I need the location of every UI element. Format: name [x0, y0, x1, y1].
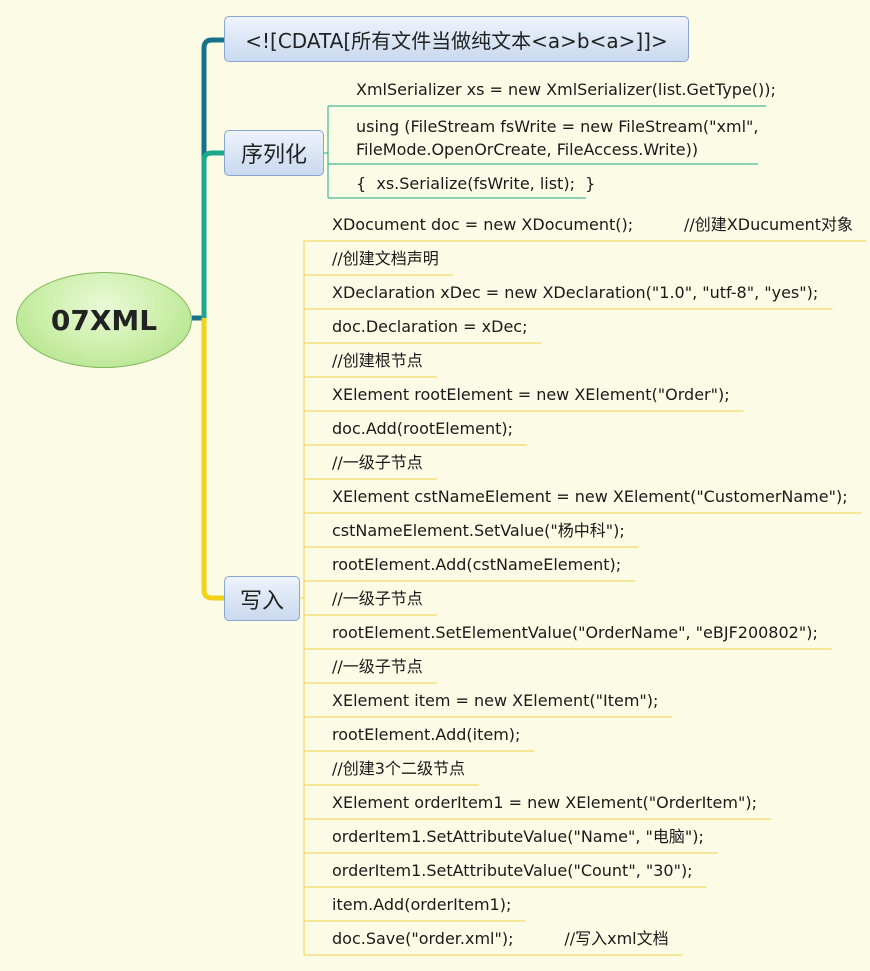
write-item[interactable]: doc.Add(rootElement);: [332, 419, 513, 438]
write-item[interactable]: rootElement.Add(cstNameElement);: [332, 555, 622, 574]
write-item[interactable]: doc.Save("order.xml"); //写入xml文档: [332, 929, 669, 948]
write-item[interactable]: XElement rootElement = new XElement("Ord…: [332, 385, 730, 404]
write-item[interactable]: cstNameElement.SetValue("杨中科");: [332, 521, 625, 540]
write-item[interactable]: //创建文档声明: [332, 249, 439, 268]
link-to-cdata: [192, 37, 224, 321]
serialize-topic[interactable]: 序列化: [224, 130, 324, 176]
write-item[interactable]: orderItem1.SetAttributeValue("Name", "电脑…: [332, 827, 704, 846]
write-item[interactable]: //一级子节点: [332, 589, 423, 608]
write-item[interactable]: XElement cstNameElement = new XElement("…: [332, 487, 848, 506]
serialize-item[interactable]: using (FileStream fsWrite = new FileStre…: [356, 117, 759, 159]
cdata-topic[interactable]: <![CDATA[所有文件当做纯文本<a>b<a>]]>: [224, 16, 689, 62]
write-topic[interactable]: 写入: [224, 576, 300, 621]
write-item[interactable]: rootElement.SetElementValue("OrderName",…: [332, 623, 818, 642]
write-item[interactable]: XDeclaration xDec = new XDeclaration("1.…: [332, 283, 819, 302]
write-bracket: [300, 240, 866, 956]
write-item[interactable]: //一级子节点: [332, 453, 423, 472]
link-to-write: [201, 318, 224, 601]
write-item[interactable]: doc.Declaration = xDec;: [332, 317, 528, 336]
serialize-item[interactable]: XmlSerializer xs = new XmlSerializer(lis…: [356, 80, 776, 99]
write-item[interactable]: item.Add(orderItem1);: [332, 895, 512, 914]
write-item[interactable]: XElement orderItem1 = new XElement("Orde…: [332, 793, 757, 812]
serialize-bracket: [324, 105, 766, 199]
write-item[interactable]: //创建根节点: [332, 351, 423, 370]
write-item[interactable]: //创建3个二级节点: [332, 759, 465, 778]
write-item[interactable]: XDocument doc = new XDocument(); //创建XDu…: [332, 215, 853, 234]
write-item[interactable]: XElement item = new XElement("Item");: [332, 691, 659, 710]
write-item[interactable]: rootElement.Add(item);: [332, 725, 521, 744]
write-item[interactable]: orderItem1.SetAttributeValue("Count", "3…: [332, 861, 693, 880]
link-to-serialize: [201, 150, 224, 318]
write-item[interactable]: //一级子节点: [332, 657, 423, 676]
serialize-item[interactable]: { xs.Serialize(fsWrite, list); }: [356, 174, 596, 193]
central-topic[interactable]: 07XML: [16, 272, 192, 368]
